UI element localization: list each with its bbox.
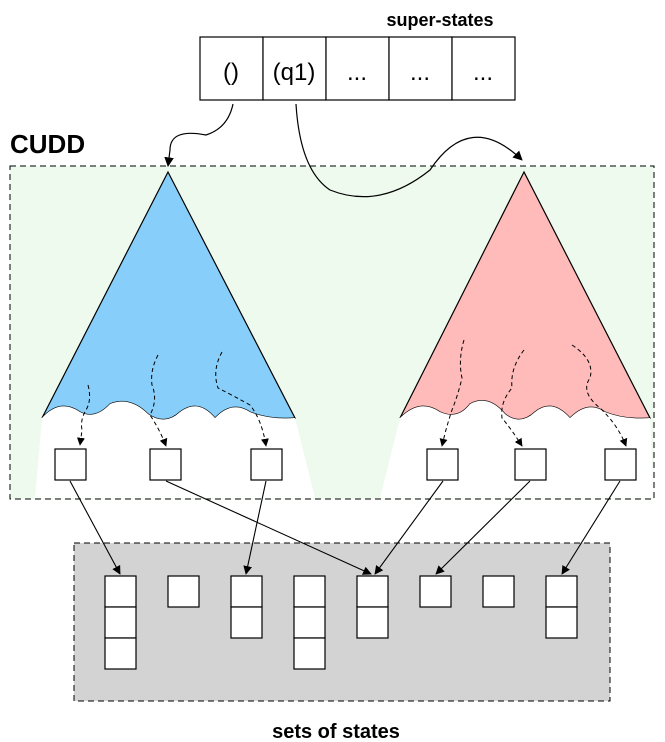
leaf-to-set-arrow-6 xyxy=(561,480,621,575)
bdd-leaf-1 xyxy=(54,448,87,481)
state-set-2 xyxy=(167,575,200,608)
state-set-1 xyxy=(104,575,137,670)
super-state-arrow-right xyxy=(295,103,523,198)
super-state-label-3: ... xyxy=(347,59,367,86)
super-states-array: () (q1) ... ... ... xyxy=(199,36,516,101)
cudd-border xyxy=(9,165,655,500)
super-state-cell-3 xyxy=(325,36,390,101)
bdd-leaf-3 xyxy=(250,448,283,481)
state-set-7 xyxy=(482,575,515,608)
bdd-leaf-6 xyxy=(604,448,637,481)
bdd-right-path-2 xyxy=(501,349,525,447)
cudd-title: CUDD xyxy=(10,129,85,159)
super-states-title: super-states xyxy=(386,10,493,30)
bdd-right-path-3 xyxy=(571,344,628,447)
bdd-left-path-3 xyxy=(215,351,269,447)
state-set-5 xyxy=(356,575,389,639)
super-state-cell-2 xyxy=(262,36,327,101)
state-set-4 xyxy=(293,575,326,670)
super-state-label-4: ... xyxy=(410,59,430,86)
state-set-8 xyxy=(545,575,578,639)
super-state-label-1: () xyxy=(223,59,239,86)
leaf-to-set-arrow-4 xyxy=(374,480,444,575)
super-state-label-2: (q1) xyxy=(273,59,316,86)
super-state-arrow-left xyxy=(164,103,234,167)
sets-region xyxy=(73,542,611,702)
bdd-leaf-2 xyxy=(149,448,182,481)
super-state-cell-1 xyxy=(199,36,264,101)
bdd-leaf-5 xyxy=(514,448,547,481)
super-state-cell-5 xyxy=(451,36,516,101)
leaf-to-set-arrow-5 xyxy=(435,480,531,575)
leaf-to-set-arrow-1 xyxy=(69,480,121,575)
bdd-left-path-1 xyxy=(76,384,91,446)
leaf-to-set-arrow-3 xyxy=(243,480,267,575)
bdd-leaf-4 xyxy=(426,448,459,481)
state-set-6 xyxy=(419,575,452,608)
leaf-to-set-arrow-2 xyxy=(165,480,372,575)
sets-of-states-title: sets of states xyxy=(272,721,400,742)
bdd-left-path-2 xyxy=(149,354,168,447)
state-set-3 xyxy=(230,575,263,639)
super-state-label-5: ... xyxy=(473,59,493,86)
